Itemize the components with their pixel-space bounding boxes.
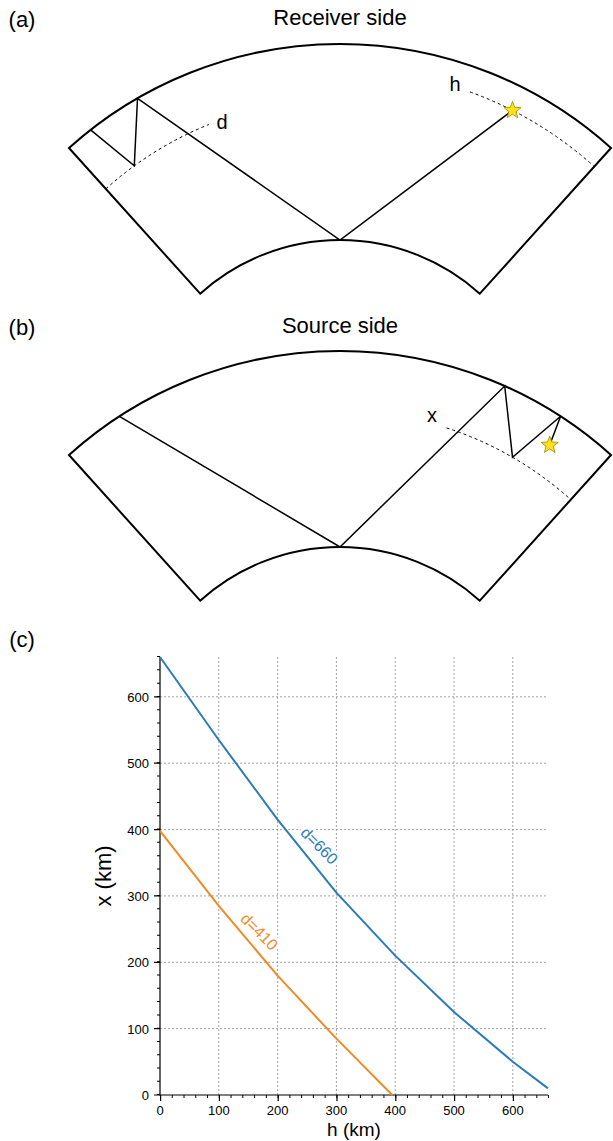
tick-label: 300 <box>127 889 149 902</box>
major-ticks <box>160 1095 549 1101</box>
tick-label: 200 <box>267 1104 289 1117</box>
tick-label: 100 <box>127 1022 149 1035</box>
curve-label: d=660 <box>295 822 342 869</box>
axis-title: h (km) <box>327 1120 381 1139</box>
tick-label: 600 <box>127 690 149 703</box>
ray-path <box>91 98 513 240</box>
grid-lines <box>160 657 548 1095</box>
tick-label: 0 <box>142 1089 149 1102</box>
tick-label: 500 <box>443 1104 465 1117</box>
tick-label: 400 <box>384 1104 406 1117</box>
tick-label: 200 <box>127 956 149 969</box>
curve-label: d=410 <box>235 908 282 955</box>
tick-label: 600 <box>502 1104 524 1117</box>
minor-ticks <box>160 1095 549 1098</box>
curve-660 <box>160 657 548 1088</box>
tick-label: 100 <box>208 1104 230 1117</box>
panel-label: (b) <box>9 317 36 339</box>
major-ticks <box>154 650 160 1096</box>
tick-label: 0 <box>156 1104 163 1117</box>
tick-label: 500 <box>127 757 149 770</box>
source-star <box>504 101 521 117</box>
discontinuity-line <box>106 125 209 189</box>
ray-path <box>119 386 560 547</box>
curve-410 <box>160 831 392 1095</box>
depth-label: d <box>216 112 227 132</box>
panel-title: Source side <box>282 315 398 337</box>
panel-label: (c) <box>9 629 35 651</box>
source-star <box>541 436 558 452</box>
panel-label: (a) <box>9 9 36 31</box>
mantle-section <box>69 351 611 601</box>
axis-title: x (km) <box>93 845 115 906</box>
source-side-panel <box>69 351 611 601</box>
chart-panel <box>157 650 549 1098</box>
depth-label: h <box>449 74 460 94</box>
tick-label: 300 <box>326 1104 348 1117</box>
axis-line <box>160 657 548 1095</box>
depth-label: x <box>427 405 437 425</box>
receiver-side-panel <box>69 44 611 294</box>
tick-label: 400 <box>127 823 149 836</box>
panel-title: Receiver side <box>273 7 406 29</box>
mantle-section <box>69 44 611 294</box>
